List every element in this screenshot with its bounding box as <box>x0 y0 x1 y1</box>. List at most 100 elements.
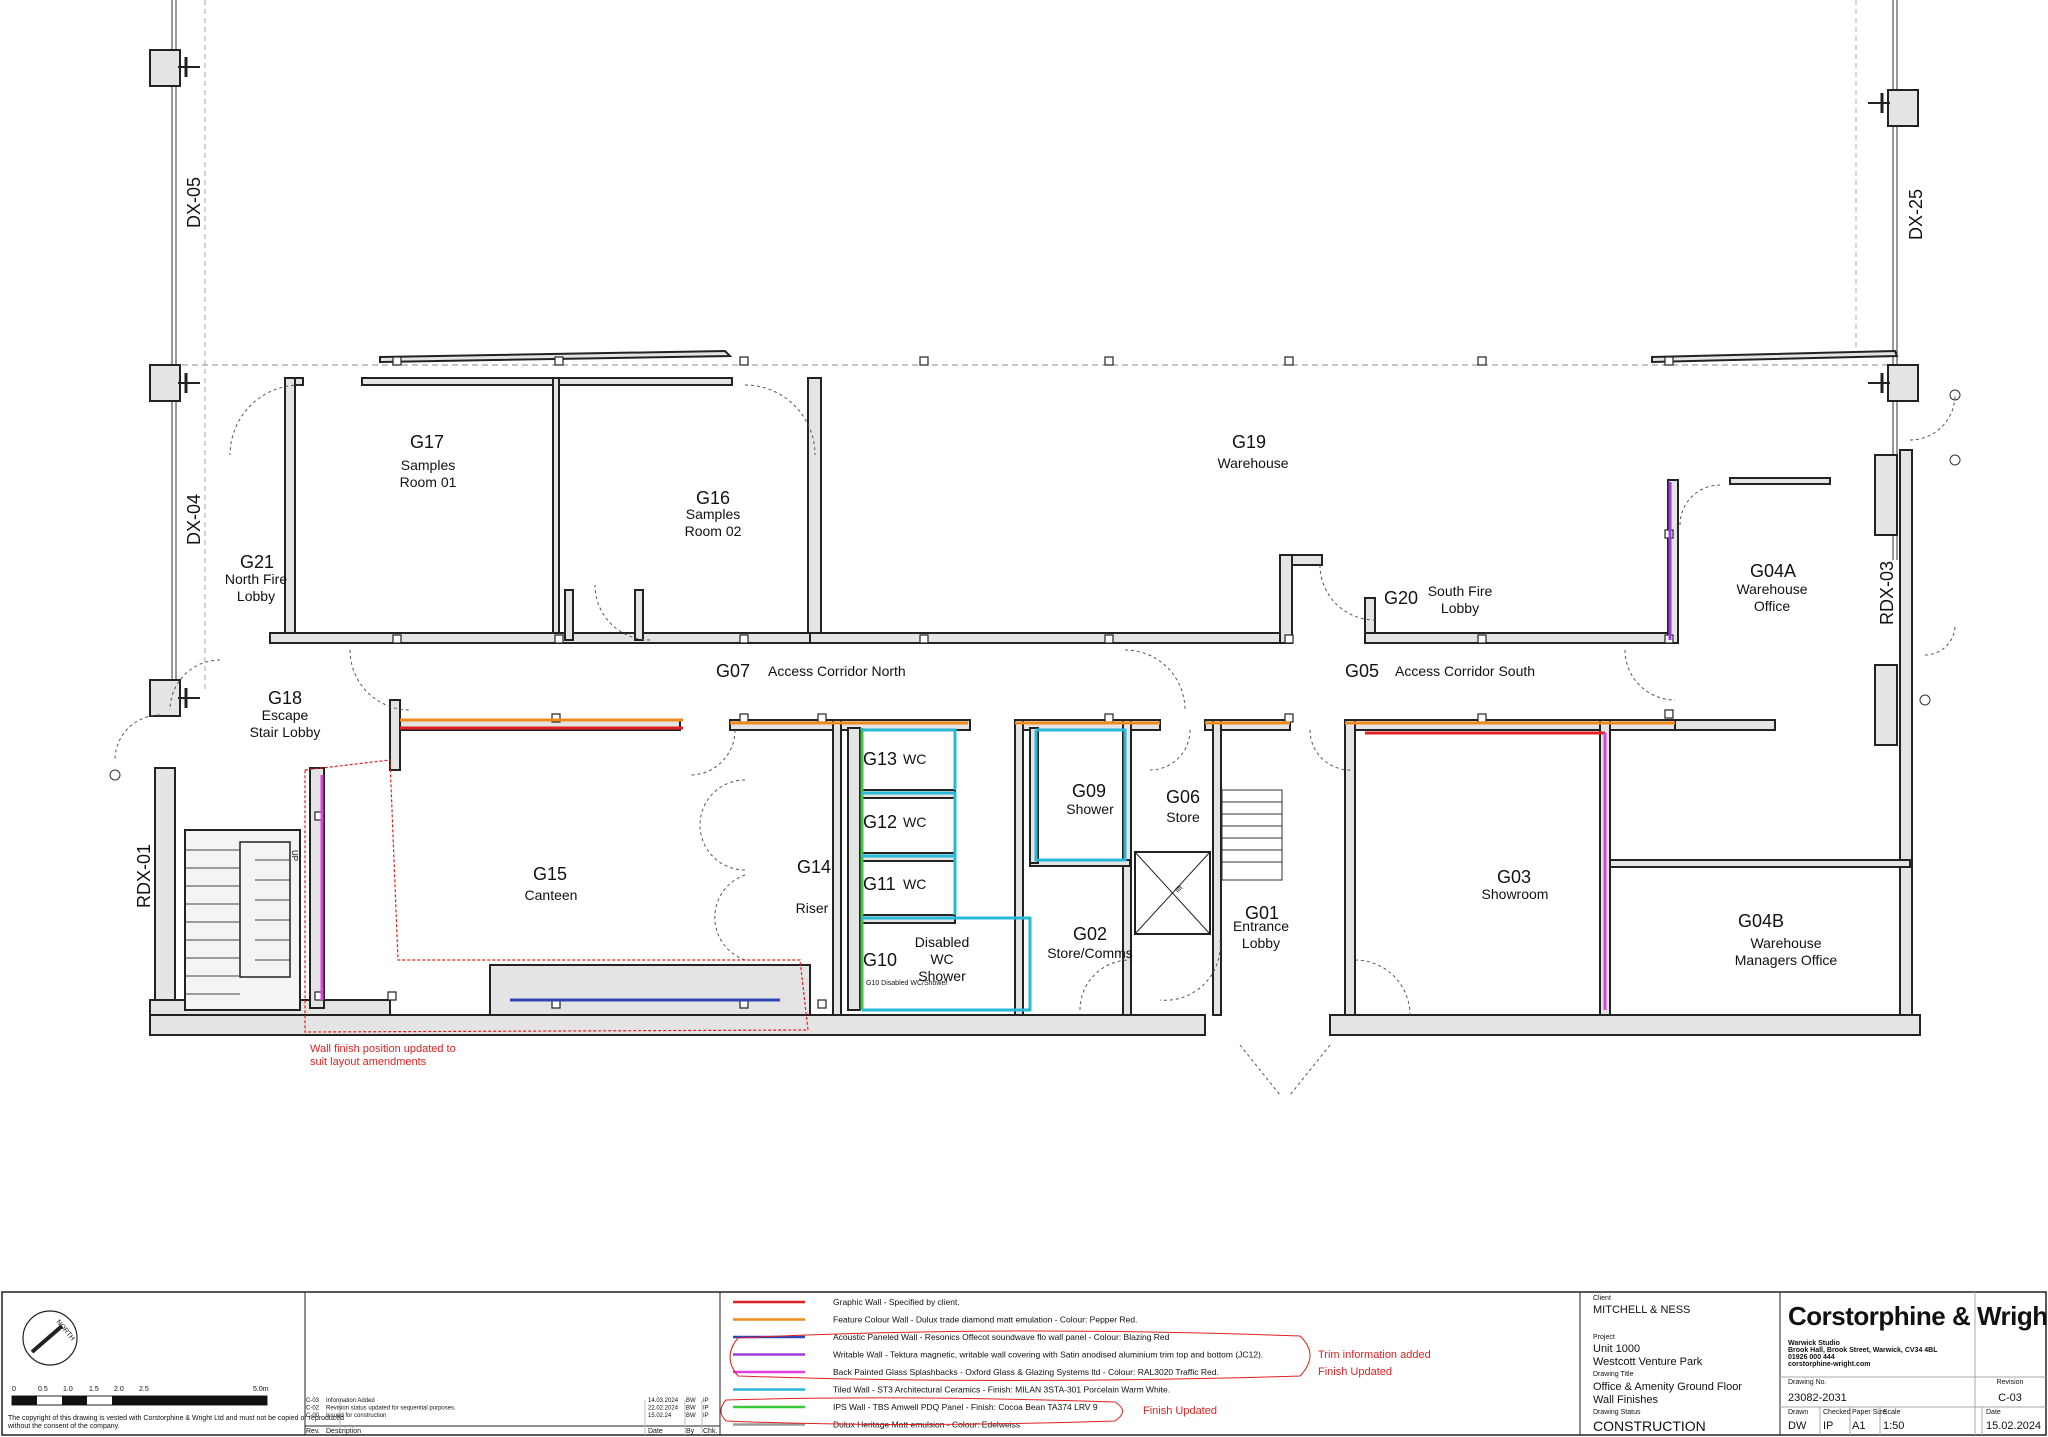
legend-text: Back Painted Glass Splashbacks - Oxford … <box>833 1367 1219 1377</box>
copyright-text: without the consent of the company. <box>7 1423 120 1430</box>
door-tag-dx05: DX-05 <box>184 177 204 228</box>
room-name: Access Corridor South <box>1395 663 1535 679</box>
room-id: G01 <box>1245 903 1279 923</box>
revision-cell: IP <box>703 1413 709 1419</box>
escape-stair: UP <box>184 829 301 1011</box>
walls <box>149 349 1921 1036</box>
revision-cell: BW <box>686 1413 696 1419</box>
room-name: Managers Office <box>1735 952 1838 968</box>
scale-bar: 0 0.5 1.0 1.5 2.0 2.5 5.0m <box>11 1386 269 1406</box>
room-name: Showroom <box>1482 886 1549 902</box>
field-value: IP <box>1823 1420 1833 1432</box>
room-name: Room 02 <box>685 523 742 539</box>
room-name: Store <box>1166 809 1200 825</box>
wall-finish-note: suit layout amendments <box>310 1056 427 1068</box>
revision-cell: Information Added <box>326 1398 375 1404</box>
revision-cell: BW <box>686 1398 696 1404</box>
room-id: G11 <box>863 874 896 894</box>
room-name: Shower <box>918 968 966 984</box>
room-id: G12 <box>863 812 897 832</box>
revision-cell: C-00 <box>306 1413 320 1419</box>
status-label: Drawing Status <box>1593 1409 1641 1416</box>
room-name: Office <box>1754 598 1791 614</box>
revision-cell: C-03 <box>306 1398 320 1404</box>
room-name: Warehouse <box>1736 581 1807 597</box>
room-id: G07 <box>716 661 750 681</box>
field-label: Drawn <box>1788 1409 1808 1416</box>
company-address: 01926 000 444 <box>1788 1354 1835 1361</box>
drawing-title-line: Office & Amenity Ground Floor <box>1593 1381 1742 1393</box>
drawing-no-label: Drawing No. <box>1788 1379 1827 1386</box>
room-name: WC <box>903 876 926 892</box>
room-name: Canteen <box>525 887 578 903</box>
door-tag-dx04: DX-04 <box>184 494 204 545</box>
revision-clouds <box>304 759 809 1033</box>
rev-header: Description <box>326 1428 361 1435</box>
field-value: DW <box>1788 1420 1807 1432</box>
title-label: Drawing Title <box>1593 1371 1634 1378</box>
g10-small-label: G10 Disabled WC/Shower <box>866 980 948 987</box>
room-name: Warehouse <box>1217 455 1288 471</box>
door-tag-dx25: DX-25 <box>1906 189 1926 240</box>
room-id: G13 <box>863 749 897 769</box>
revision-label: Revision <box>1997 1379 2024 1386</box>
room-labels: G17 Samples Room 01 G16 Samples Room 02 … <box>225 432 1838 987</box>
drawing-title-line: Wall Finishes <box>1593 1394 1658 1406</box>
scale-tick-label: 5.0m <box>253 1386 269 1393</box>
wall-finish-note: Wall finish position updated to <box>310 1043 456 1055</box>
revision-cell: 15.02.24 <box>648 1413 672 1419</box>
legend-text: Writable Wall - Tektura magnetic, writab… <box>833 1350 1263 1360</box>
room-name: Escape <box>262 707 309 723</box>
project-line: Westcott Venture Park <box>1593 1356 1703 1368</box>
rev-header: Rev. <box>306 1428 320 1435</box>
room-name: Riser <box>796 900 829 916</box>
legend-text: Feature Colour Wall - Dulux trade diamon… <box>833 1315 1137 1325</box>
room-id: G17 <box>410 432 444 452</box>
room-id: G02 <box>1073 924 1107 944</box>
room-id: G10 <box>863 950 897 970</box>
room-name: Samples <box>686 506 740 522</box>
legend-text: Tiled Wall - ST3 Architectural Ceramics … <box>833 1385 1170 1395</box>
revision-cell: IP <box>703 1398 709 1404</box>
column-markers <box>314 356 1674 1009</box>
scale-tick-label: 1.5 <box>89 1386 99 1393</box>
room-name: Warehouse <box>1750 935 1821 951</box>
room-name: Store/Comms <box>1047 945 1133 961</box>
revision-cell: C-02 <box>306 1406 320 1412</box>
finish-updated-note: Finish Updated <box>1143 1405 1217 1417</box>
rev-header: Chk. <box>703 1428 717 1435</box>
revision-table: Rev. Description Date By Chk. <box>305 1400 720 1435</box>
room-id: G19 <box>1232 432 1266 452</box>
room-id: G20 <box>1384 588 1418 608</box>
room-name: Stair Lobby <box>250 724 321 740</box>
room-id: G18 <box>268 688 302 708</box>
lift: lift <box>1134 851 1211 935</box>
room-name: Access Corridor North <box>768 663 906 679</box>
drawing-no: 23082-2031 <box>1788 1392 1847 1404</box>
room-name: Room 01 <box>400 474 457 490</box>
scale-tick-label: 2.5 <box>139 1386 149 1393</box>
room-id: G04A <box>1750 561 1796 581</box>
building-grid <box>162 0 1905 690</box>
revision-value: C-03 <box>1998 1392 2022 1404</box>
revision-cell: 22.02.2024 <box>648 1406 679 1412</box>
field-label: Paper Size <box>1852 1409 1886 1416</box>
room-name: WC <box>903 814 926 830</box>
room-name: North Fire <box>225 571 287 587</box>
company-address: Warwick Studio <box>1788 1340 1840 1347</box>
room-id: G05 <box>1345 661 1379 681</box>
rev-header: Date <box>648 1428 663 1435</box>
field-label: Scale <box>1883 1409 1901 1416</box>
company-address: Brook Hall, Brook Street, Warwick, CV34 … <box>1788 1347 1938 1354</box>
room-name: Disabled <box>915 934 969 950</box>
entrance-stair <box>1221 789 1283 881</box>
project-info: Client MITCHELL & NESS Project Unit 1000… <box>1593 1295 1742 1434</box>
revision-cell: Issued for construction <box>326 1413 386 1419</box>
company-address: corstorphine-wright.com <box>1788 1361 1870 1368</box>
company-block: Corstorphine & Wright Warwick Studio Bro… <box>1788 1301 2048 1432</box>
rev-header: By <box>686 1428 695 1435</box>
legend-text: Graphic Wall - Specified by client. <box>833 1297 960 1307</box>
room-name: Lobby <box>1441 600 1479 616</box>
